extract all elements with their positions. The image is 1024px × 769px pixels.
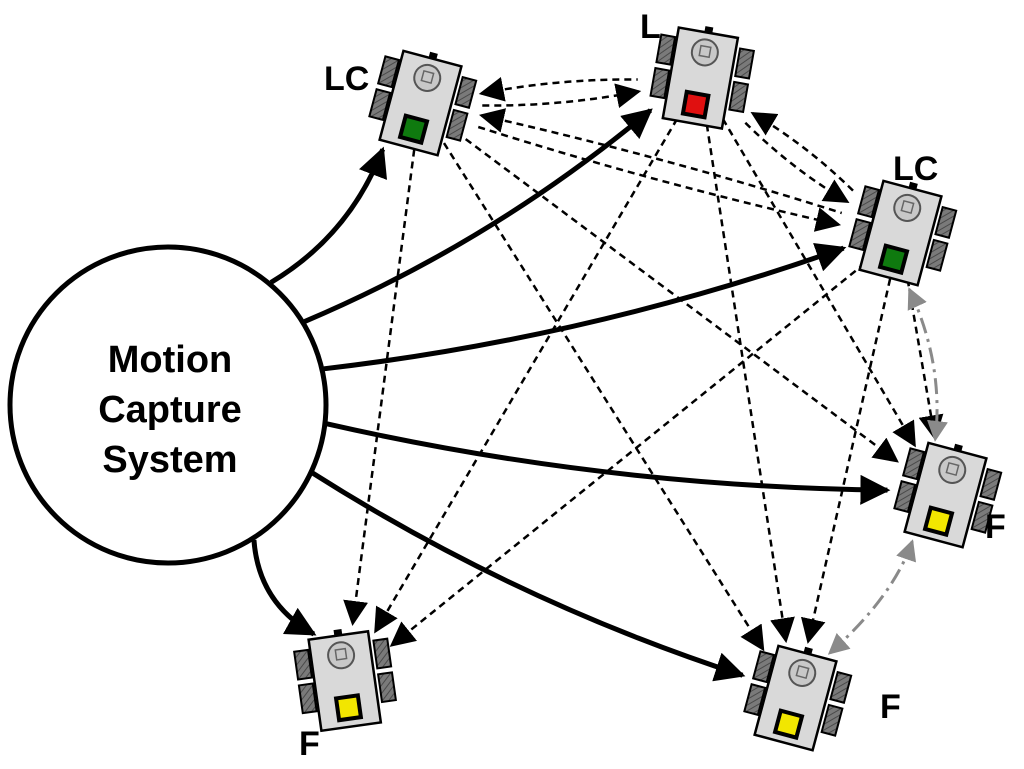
robot-body — [307, 629, 383, 733]
robot-l — [649, 26, 756, 130]
sensor-dome — [788, 658, 817, 687]
wheel — [376, 55, 401, 89]
wheel — [856, 185, 881, 219]
sensor-dome — [327, 641, 356, 670]
broadcast-link-lc2-f2 — [800, 278, 892, 644]
motion-capture-links — [251, 108, 891, 682]
wheel — [934, 205, 958, 239]
robot-label-f-right: F — [985, 508, 1006, 546]
motion-capture-link-lc2 — [323, 242, 847, 372]
robot-lc2 — [848, 179, 958, 287]
motion-capture-link-f3 — [251, 539, 317, 637]
role-marker — [927, 510, 950, 533]
sensor-detail — [795, 664, 810, 680]
role-marker — [777, 713, 800, 736]
sensor-dome — [690, 38, 719, 67]
motion-capture-node: Motion Capture System — [7, 244, 329, 566]
broadcast-link-l-f1 — [721, 118, 916, 448]
broadcast-link-lc1-f1 — [455, 130, 899, 463]
robot-label-l-top: L — [640, 8, 661, 46]
wheel — [848, 218, 872, 252]
broadcast-link-lc1-f3 — [343, 149, 416, 626]
robot-front-tab — [803, 646, 813, 655]
follower-link-lc2-f1 — [907, 287, 948, 442]
leader-link-l-lc2 — [744, 121, 850, 204]
sensor-dome — [893, 193, 922, 222]
leader-link-lc1-l — [478, 76, 638, 102]
wheel — [901, 447, 926, 481]
robot-front-tab — [333, 628, 343, 637]
robot-front-tab — [428, 51, 438, 60]
center-label-line-2: Capture — [98, 389, 242, 431]
robot-body — [661, 26, 740, 130]
wheel — [820, 703, 844, 737]
wheel — [649, 66, 671, 100]
motion-capture-link-f1 — [326, 421, 891, 505]
wheel — [293, 648, 314, 681]
wheel — [376, 671, 398, 704]
follower-links — [827, 287, 948, 655]
broadcast-link-l-f2 — [705, 124, 795, 644]
wheel — [743, 683, 767, 717]
robot-front-tab — [704, 26, 714, 34]
wheel — [734, 47, 756, 80]
follower-link-f1-f2 — [827, 539, 917, 655]
leader-link-l-lc2 — [750, 111, 856, 194]
motion-capture-link-l — [303, 108, 653, 324]
role-marker — [882, 248, 905, 271]
role-marker — [338, 697, 359, 718]
robot-labels: LC L LC F F F — [299, 8, 1006, 763]
wheel — [751, 650, 776, 684]
motion-capture-link-f2 — [311, 471, 746, 682]
robot-f1 — [893, 441, 1003, 549]
leader-link-lc1-lc2 — [477, 125, 842, 232]
sensor-detail — [900, 199, 915, 215]
leader-link-lc1-l — [482, 83, 642, 109]
wheel — [372, 637, 393, 670]
broadcast-link-l-f3 — [374, 118, 679, 634]
robot-label-lc-upper-left: LC — [324, 60, 369, 98]
sensor-detail — [698, 44, 712, 59]
inter-robot-links — [343, 76, 944, 652]
broadcast-link-lc2-f3 — [389, 262, 866, 647]
robots — [293, 26, 1003, 752]
role-marker — [402, 118, 425, 141]
center-label-line-1: Motion — [108, 339, 233, 381]
leader-link-lc1-lc2 — [478, 108, 843, 215]
wheel — [655, 33, 677, 66]
sensor-dome — [938, 455, 967, 484]
robot-f2 — [743, 644, 853, 752]
robot-lc1 — [368, 49, 478, 157]
robot-front-tab — [908, 181, 918, 190]
wheel — [979, 467, 1003, 501]
wheel — [893, 480, 917, 514]
robot-f3 — [293, 628, 398, 733]
wheel — [925, 238, 949, 272]
wheel — [829, 670, 853, 704]
sensor-dome — [413, 63, 442, 92]
broadcast-link-lc1-f2 — [442, 142, 765, 652]
robot-label-lc-right: LC — [893, 150, 938, 188]
wheel — [970, 500, 994, 534]
sensor-detail — [420, 69, 435, 85]
robot-label-f-bottom-right: F — [880, 688, 901, 726]
wheel — [454, 75, 478, 109]
motion-capture-link-lc1 — [269, 146, 388, 285]
role-marker — [685, 94, 707, 116]
wheel — [445, 108, 469, 142]
robot-label-f-bottom-left: F — [299, 725, 320, 763]
motion-capture-circle — [7, 244, 329, 566]
robot-front-tab — [953, 443, 963, 452]
wheel — [368, 88, 392, 122]
sensor-detail — [945, 461, 960, 477]
sensor-detail — [334, 647, 348, 661]
wheel — [728, 80, 750, 114]
center-label-line-3: System — [102, 439, 237, 481]
wheel — [297, 682, 318, 715]
